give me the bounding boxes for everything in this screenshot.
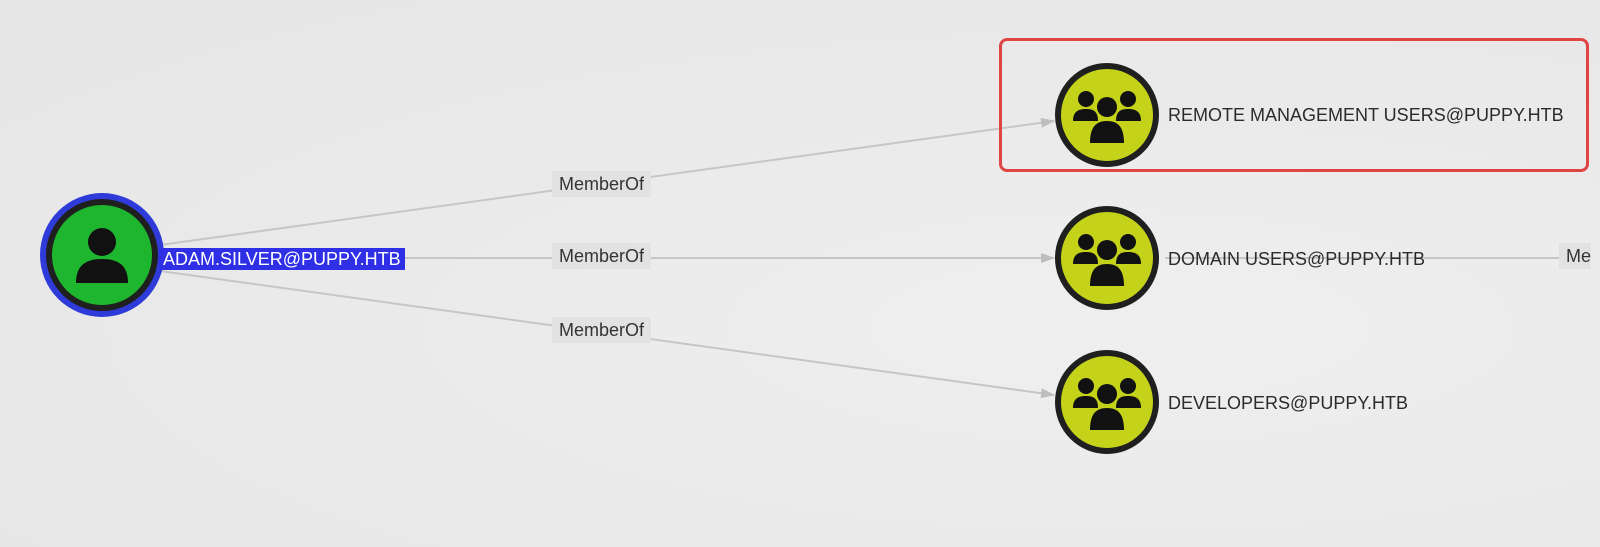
group-label-developers[interactable]: DEVELOPERS@PUPPY.HTB	[1168, 393, 1409, 413]
user-node-adam-silver[interactable]	[46, 199, 158, 311]
group-label-remote-management-users[interactable]: REMOTE MANAGEMENT USERS@PUPPY.HTB	[1168, 105, 1564, 125]
edge-label-memberof-remote-management[interactable]: MemberOf	[552, 171, 652, 197]
edge-label-memberof-developers[interactable]: MemberOf	[552, 317, 652, 343]
group-icon	[1073, 91, 1141, 143]
user-icon	[76, 228, 128, 283]
source-node-label[interactable]: ADAM.SILVER@PUPPY.HTB	[159, 248, 405, 270]
group-node-developers[interactable]	[1055, 350, 1159, 454]
group-node-remote-management-users[interactable]	[1055, 63, 1159, 167]
group-node-domain-users[interactable]	[1055, 206, 1159, 310]
group-label-domain-users[interactable]: DOMAIN USERS@PUPPY.HTB	[1168, 249, 1425, 269]
group-icon	[1073, 234, 1141, 286]
group-icon	[1073, 378, 1141, 430]
edge-label-memberof-domain-users[interactable]: MemberOf	[552, 243, 652, 269]
edge-label-offscreen[interactable]: Me	[1559, 243, 1592, 269]
